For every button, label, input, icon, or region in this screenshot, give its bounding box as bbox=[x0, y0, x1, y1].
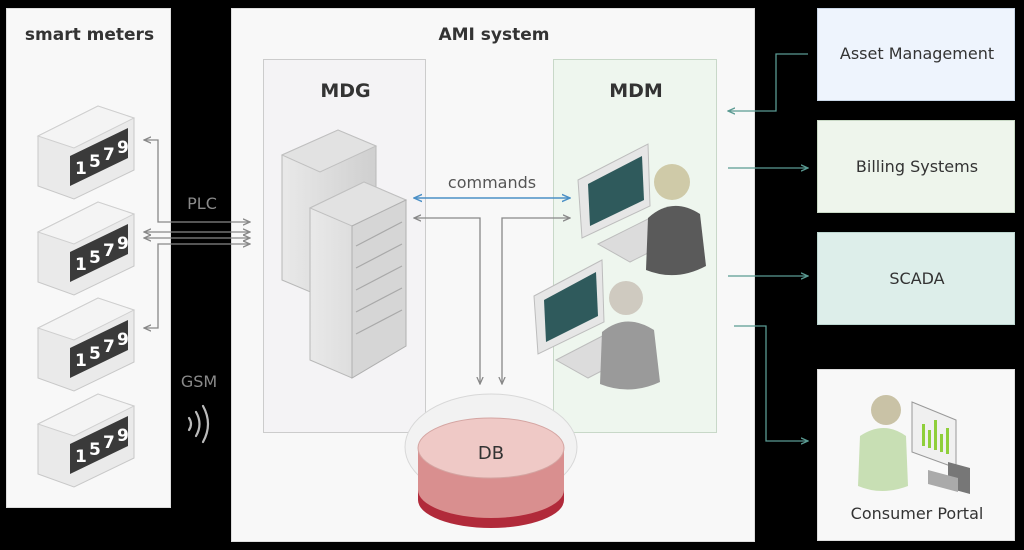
asset-management-box: Asset Management bbox=[817, 8, 1015, 101]
plc-label: PLC bbox=[187, 194, 217, 213]
meter-2-digit-3: 7 bbox=[103, 241, 115, 261]
scada-label: SCADA bbox=[889, 269, 945, 288]
gsm-label: GSM bbox=[181, 372, 217, 391]
mdm-operator-2 bbox=[533, 259, 660, 390]
external-connections bbox=[728, 53, 808, 441]
scada-box: SCADA bbox=[817, 232, 1015, 325]
plc-connections bbox=[144, 140, 250, 328]
database-cylinder bbox=[404, 393, 578, 528]
smart-meter-2 bbox=[36, 201, 136, 296]
meter-4-digit-2: 5 bbox=[89, 440, 101, 460]
ami-system-title: AMI system bbox=[438, 25, 550, 45]
meter-2-digit-2: 5 bbox=[89, 248, 101, 268]
meter-1-digit-4: 9 bbox=[117, 138, 129, 158]
meter-3-digit-1: 1 bbox=[75, 351, 87, 371]
meter-1-digit-2: 5 bbox=[89, 152, 101, 172]
smart-meter-3 bbox=[36, 297, 136, 392]
commands-label: commands bbox=[448, 173, 536, 192]
meter-4-digit-1: 1 bbox=[75, 447, 87, 467]
smart-meter-4 bbox=[36, 393, 136, 488]
meter-4-digit-3: 7 bbox=[103, 433, 115, 453]
consumer-portal-box: Consumer Portal bbox=[817, 369, 1015, 541]
billing-systems-label: Billing Systems bbox=[855, 157, 979, 176]
mdm-operator-1 bbox=[577, 143, 706, 276]
meter-3-digit-4: 9 bbox=[117, 330, 129, 350]
db-connections bbox=[414, 218, 570, 384]
meter-1-digit-3: 7 bbox=[103, 145, 115, 165]
consumer-portal-label: Consumer Portal bbox=[850, 504, 984, 523]
meter-3-digit-3: 7 bbox=[103, 337, 115, 357]
server-rack-front bbox=[308, 181, 408, 379]
smart-meters-title: smart meters bbox=[24, 25, 155, 45]
consumer-illustration bbox=[858, 395, 970, 494]
billing-systems-box: Billing Systems bbox=[817, 120, 1015, 213]
meter-4-digit-4: 9 bbox=[117, 426, 129, 446]
mdg-title: MDG bbox=[320, 80, 371, 102]
smart-meter-1 bbox=[36, 105, 136, 200]
meter-1-digit-1: 1 bbox=[75, 159, 87, 179]
meter-2-digit-1: 1 bbox=[75, 255, 87, 275]
wireless-icon bbox=[187, 404, 210, 444]
meter-3-digit-2: 5 bbox=[89, 344, 101, 364]
db-label: DB bbox=[478, 443, 504, 464]
mdm-title: MDM bbox=[609, 80, 663, 102]
meter-2-digit-4: 9 bbox=[117, 234, 129, 254]
asset-management-label: Asset Management bbox=[839, 44, 995, 63]
